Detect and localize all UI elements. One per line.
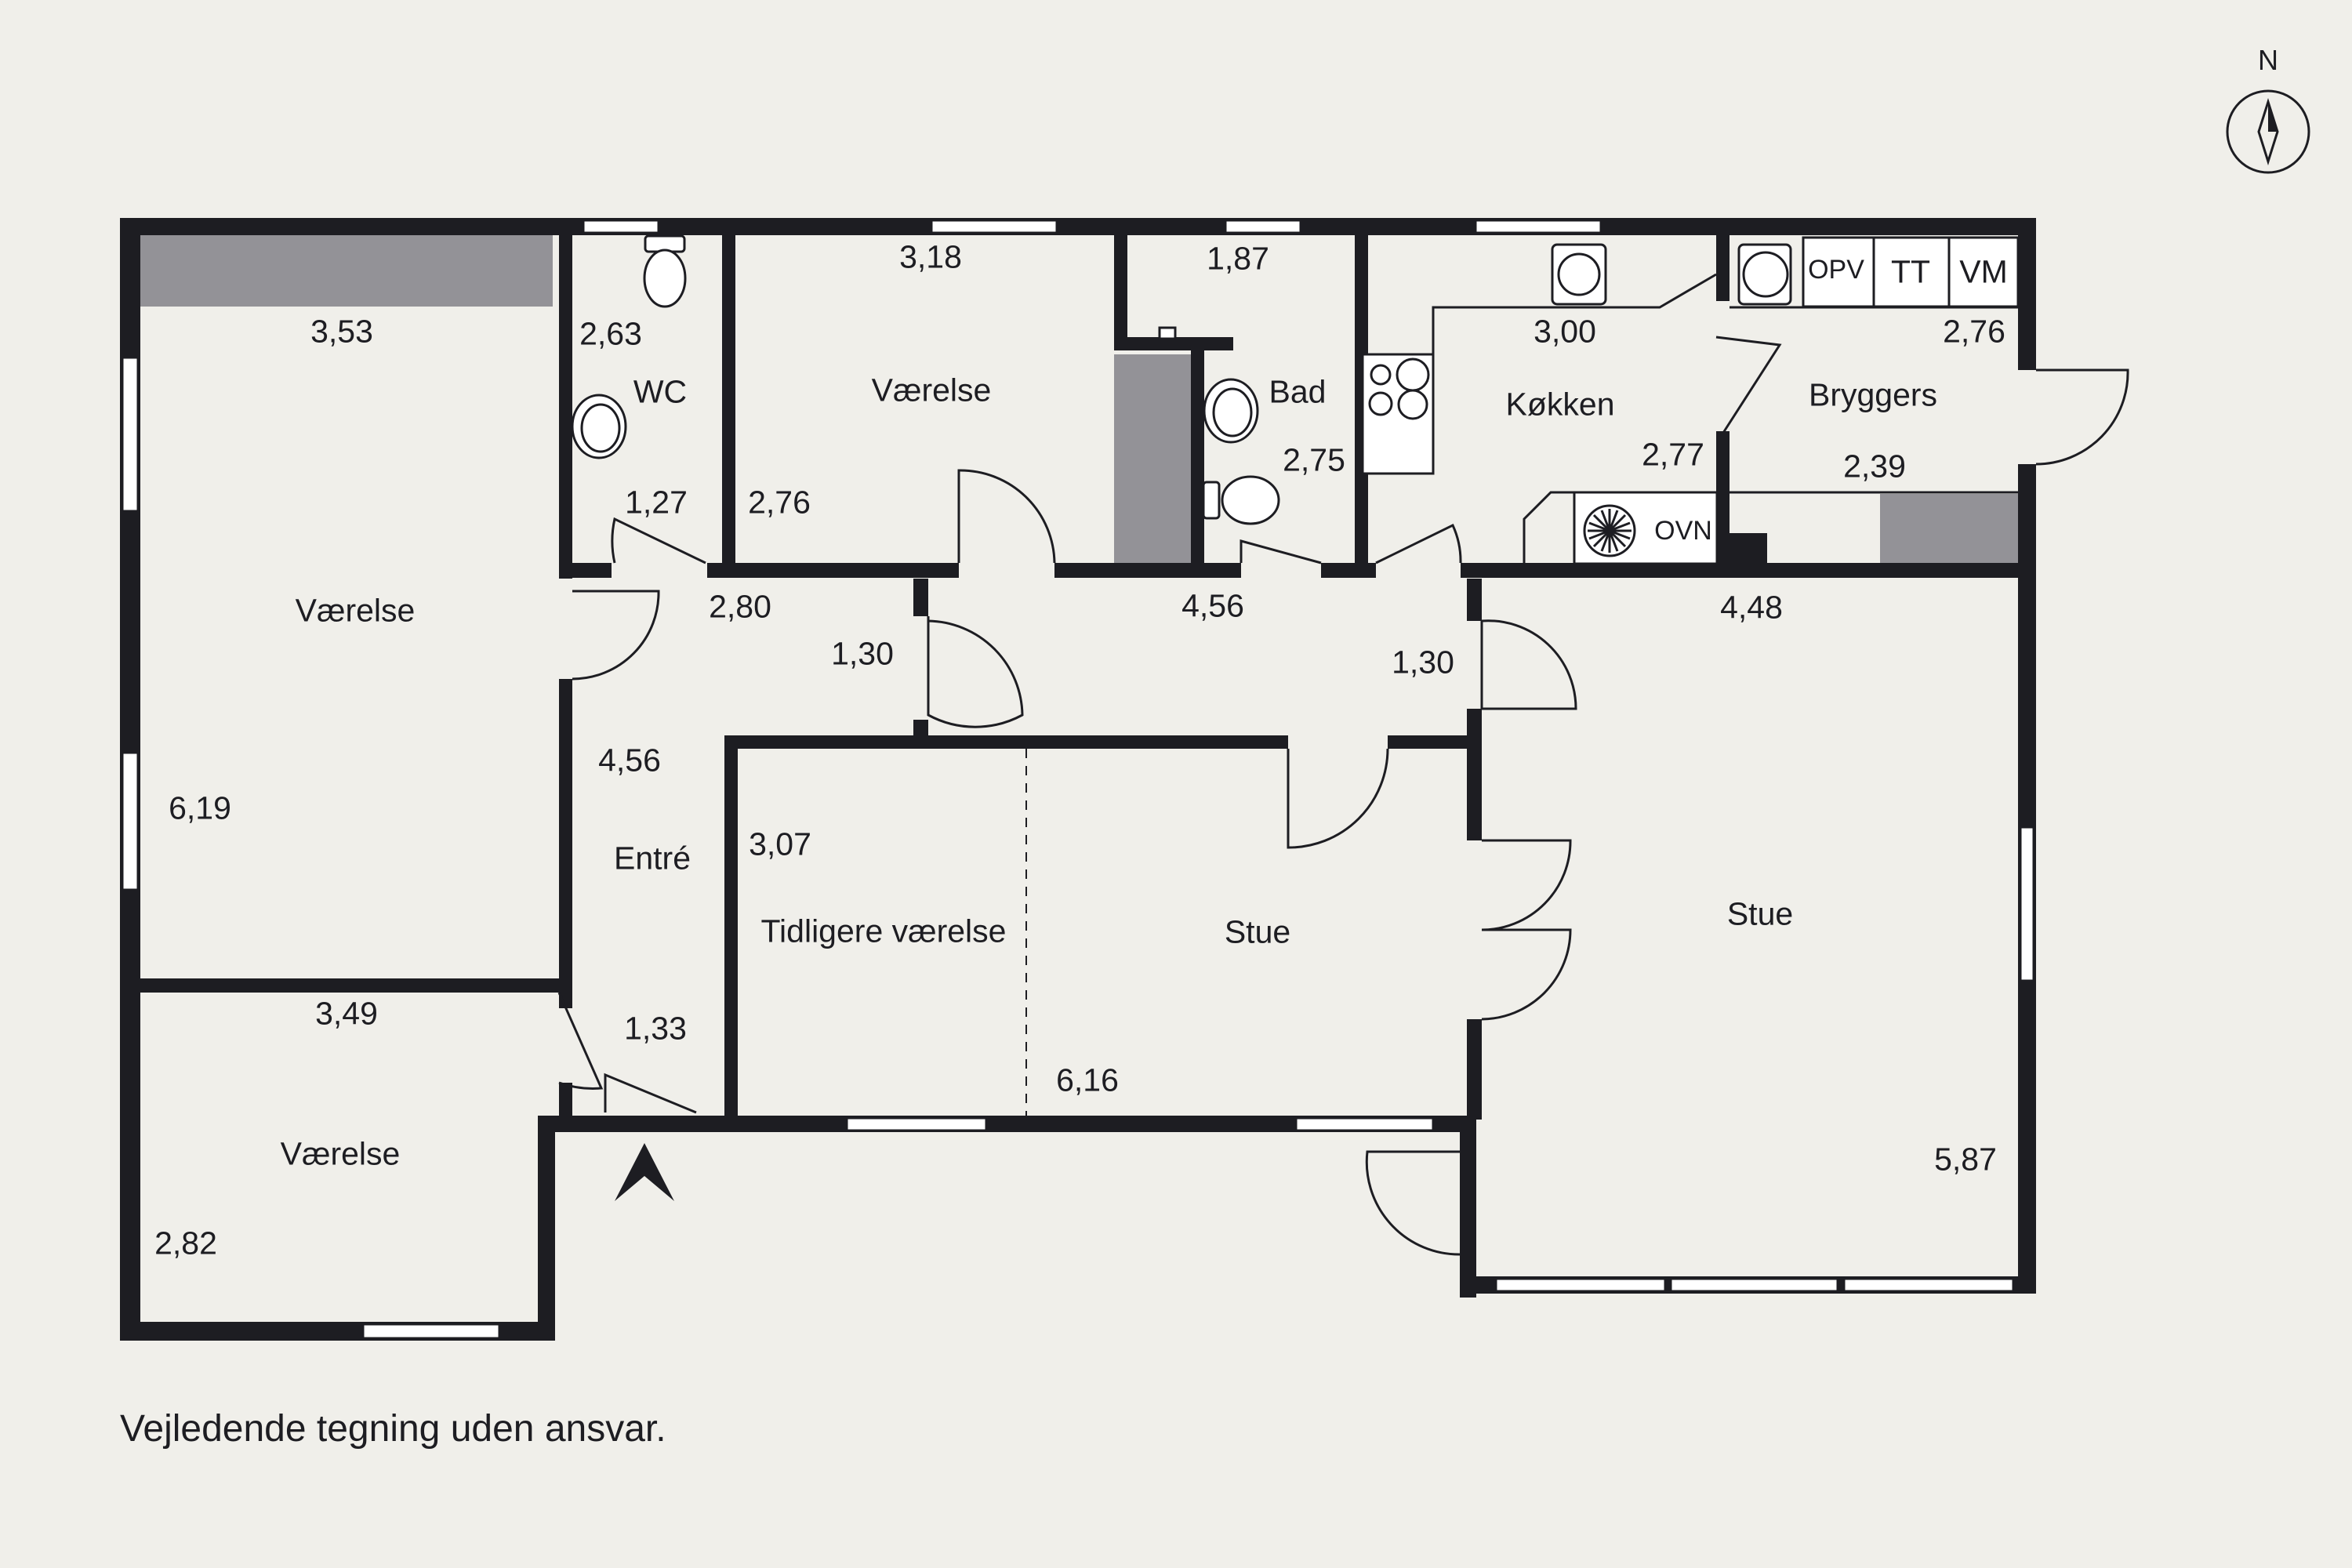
dimension-label: 3,18	[899, 238, 962, 275]
dimension-label: 4,56	[598, 742, 661, 779]
dimension-label: 1,30	[1392, 644, 1454, 681]
compass-icon	[2226, 89, 2310, 174]
dimension-label: 1,33	[624, 1010, 687, 1047]
dimension-label: 1,30	[831, 635, 894, 672]
appliance-label-vm: VM	[1959, 253, 2008, 290]
room-label-vaerelse-mid: Værelse	[871, 372, 992, 408]
dimension-label: 2,63	[579, 315, 642, 352]
walls	[120, 218, 2036, 1341]
dimension-label: 3,53	[310, 313, 373, 350]
room-label-entre: Entré	[614, 840, 691, 877]
room-label-bad: Bad	[1269, 373, 1327, 410]
dimension-label: 2,76	[748, 484, 811, 521]
dimension-label: 2,76	[1943, 313, 2005, 350]
dimension-label: 2,80	[709, 588, 771, 625]
dimension-label: 2,39	[1843, 448, 1906, 485]
room-label-vaerelse-small: Værelse	[280, 1135, 401, 1172]
counter-lines	[1361, 273, 2018, 563]
dimension-label: 2,77	[1642, 436, 1704, 473]
appliance-label-opv: OPV	[1808, 255, 1864, 285]
bath-shaft	[1114, 354, 1191, 563]
dimension-label: 3,07	[749, 826, 811, 862]
doors	[557, 368, 2129, 1256]
compass-north-label: N	[2258, 44, 2278, 76]
dimension-label: 3,49	[315, 995, 378, 1032]
room-label-stue-right: Stue	[1726, 895, 1794, 932]
entrance-marker-icon	[615, 1143, 674, 1201]
room-label-stue-mid: Stue	[1224, 913, 1291, 950]
dimension-label: 3,00	[1534, 313, 1596, 350]
room-label-bryggers: Bryggers	[1808, 376, 1938, 413]
disclaimer-text: Vejledende tegning uden ansvar.	[120, 1408, 666, 1450]
dimension-label: 4,48	[1720, 589, 1783, 626]
dimension-label: 2,75	[1283, 441, 1345, 478]
room-label-tidligere-vaerelse: Tidligere værelse	[760, 913, 1007, 949]
windows	[121, 219, 2035, 1340]
appliance-label-tt: TT	[1890, 253, 1931, 290]
wardrobe	[140, 235, 553, 307]
fan-icon	[1588, 509, 1632, 553]
room-label-koekken: Køkken	[1505, 386, 1615, 423]
room-label-vaerelse-large: Værelse	[295, 592, 416, 629]
bryggers-cabinet	[1880, 494, 2018, 563]
fixtures	[571, 234, 2020, 565]
room-label-wc: WC	[633, 373, 688, 410]
dimension-label: 2,82	[154, 1225, 217, 1261]
dimension-label: 1,27	[625, 484, 688, 521]
dimension-label: 5,87	[1934, 1141, 1997, 1178]
dimension-label: 6,16	[1056, 1062, 1119, 1098]
dimension-label: 6,19	[169, 789, 231, 826]
dimension-label: 1,87	[1207, 240, 1269, 277]
dimension-label: 4,56	[1181, 587, 1244, 624]
appliance-label-ovn: OVN	[1654, 516, 1712, 546]
